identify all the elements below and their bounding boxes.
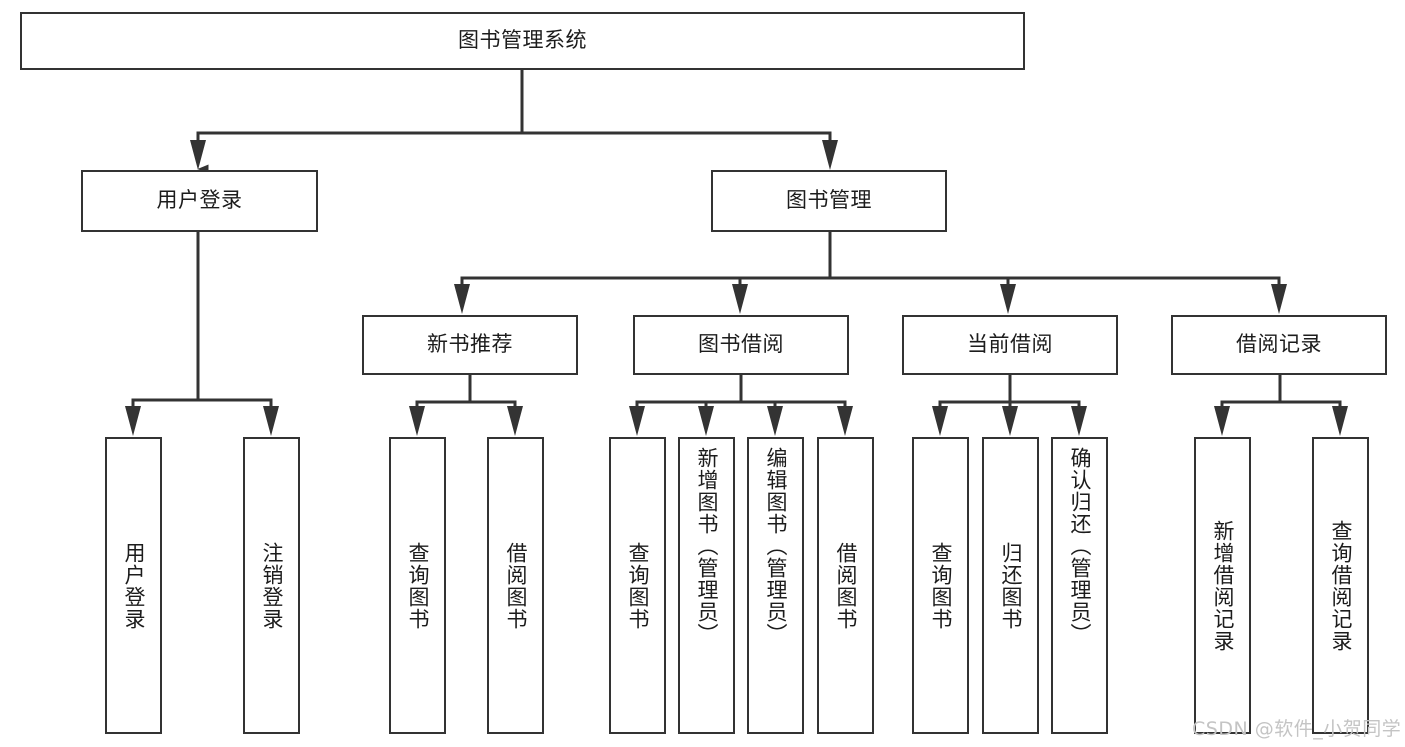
- arrowhead-leaf-add-record: [1214, 406, 1230, 436]
- node-borrow-record-label: 借阅记录: [1236, 332, 1322, 357]
- arrowhead-leaf-query-record: [1332, 406, 1348, 436]
- arrowhead-leaf-edit-book: [767, 406, 783, 436]
- arrowhead-leaf-query-book-3: [932, 406, 948, 436]
- arrowhead-user-login: [190, 140, 206, 170]
- node-leaf-query-book-1-label: 查询图书: [405, 541, 430, 630]
- node-leaf-add-record[interactable]: 新增借阅记录: [1194, 437, 1251, 734]
- arrowheads-bb-leaves: [629, 406, 853, 436]
- arrowhead-leaf-query-book-2: [629, 406, 645, 436]
- node-leaf-query-book-1[interactable]: 查询图书: [389, 437, 446, 734]
- node-new-book-recommend[interactable]: 新书推荐: [362, 315, 578, 375]
- node-leaf-add-book-label: 新增图书（管理员）: [694, 447, 719, 645]
- arrowheads-cb-leaves: [932, 406, 1087, 436]
- node-leaf-borrow-book-2[interactable]: 借阅图书: [817, 437, 874, 734]
- node-leaf-add-book[interactable]: 新增图书（管理员）: [678, 437, 735, 734]
- arrowhead-book-borrow: [732, 284, 748, 314]
- node-leaf-query-record-label: 查询借阅记录: [1328, 519, 1353, 652]
- arrowheads-nbr-leaves: [409, 406, 523, 436]
- node-book-borrow-label: 图书借阅: [698, 332, 784, 357]
- node-leaf-user-login[interactable]: 用户登录: [105, 437, 162, 734]
- node-leaf-query-book-2-label: 查询图书: [625, 541, 650, 630]
- node-leaf-query-book-3-label: 查询图书: [928, 541, 953, 630]
- node-book-borrow[interactable]: 图书借阅: [633, 315, 849, 375]
- arrowhead-leaf-add-book: [698, 406, 714, 436]
- node-leaf-user-login-label: 用户登录: [121, 541, 146, 630]
- arrowheads-br-leaves: [1214, 406, 1348, 436]
- arrowhead-current-borrow: [1000, 284, 1016, 314]
- node-current-borrow-label: 当前借阅: [967, 332, 1053, 357]
- node-leaf-borrow-book-1-label: 借阅图书: [503, 541, 528, 630]
- node-leaf-logout[interactable]: 注销登录: [243, 437, 300, 734]
- node-book-manage[interactable]: 图书管理: [711, 170, 947, 232]
- node-leaf-logout-label: 注销登录: [259, 541, 284, 630]
- arrowheads-level3: [454, 284, 1287, 314]
- arrowhead-borrow-record: [1271, 284, 1287, 314]
- node-leaf-query-record[interactable]: 查询借阅记录: [1312, 437, 1369, 734]
- arrowhead-leaf-return-book: [1002, 406, 1018, 436]
- node-leaf-confirm-return[interactable]: 确认归还（管理员）: [1051, 437, 1108, 734]
- node-leaf-confirm-return-label: 确认归还（管理员）: [1067, 447, 1092, 645]
- node-current-borrow[interactable]: 当前借阅: [902, 315, 1118, 375]
- arrowhead-book-manage: [822, 140, 838, 170]
- arrowhead-leaf-borrow-book-1: [507, 406, 523, 436]
- node-leaf-return-book[interactable]: 归还图书: [982, 437, 1039, 734]
- arrowheads-level2: [190, 140, 838, 170]
- arrowhead-leaf-logout: [263, 406, 279, 436]
- node-leaf-add-record-label: 新增借阅记录: [1210, 519, 1235, 652]
- node-leaf-return-book-label: 归还图书: [998, 541, 1023, 630]
- node-root[interactable]: 图书管理系统: [20, 12, 1025, 70]
- node-new-book-recommend-label: 新书推荐: [427, 332, 513, 357]
- node-leaf-borrow-book-2-label: 借阅图书: [833, 541, 858, 630]
- arrowhead-leaf-confirm-return: [1071, 406, 1087, 436]
- node-user-login-label: 用户登录: [156, 188, 243, 213]
- arrowhead-leaf-user-login: [125, 406, 141, 436]
- node-leaf-edit-book-label: 编辑图书（管理员）: [763, 447, 788, 645]
- arrowheads-user-login-leaves: [125, 406, 279, 436]
- node-leaf-query-book-2[interactable]: 查询图书: [609, 437, 666, 734]
- node-leaf-borrow-book-1[interactable]: 借阅图书: [487, 437, 544, 734]
- arrowhead-new-book-recommend: [454, 284, 470, 314]
- node-leaf-edit-book[interactable]: 编辑图书（管理员）: [747, 437, 804, 734]
- node-user-login[interactable]: 用户登录: [81, 170, 318, 232]
- arrowhead-leaf-borrow-book-2: [837, 406, 853, 436]
- node-root-label: 图书管理系统: [458, 28, 587, 53]
- node-borrow-record[interactable]: 借阅记录: [1171, 315, 1387, 375]
- node-book-manage-label: 图书管理: [786, 188, 872, 213]
- node-leaf-query-book-3[interactable]: 查询图书: [912, 437, 969, 734]
- arrowhead-leaf-query-book-1: [409, 406, 425, 436]
